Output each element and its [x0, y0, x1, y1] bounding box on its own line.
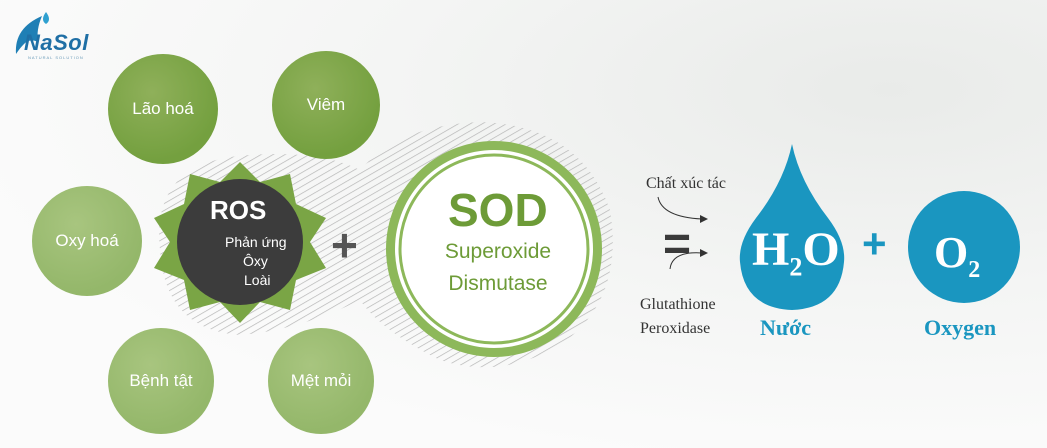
- oxygen-circle: [908, 191, 1020, 303]
- logo-tagline: NATURAL SOLUTION: [28, 55, 84, 60]
- equals-operator: =: [663, 218, 692, 271]
- plus-operator-products: +: [862, 220, 887, 267]
- enzyme-label-line-2: Peroxidase: [640, 320, 711, 337]
- nasol-logo: [15, 12, 49, 54]
- water-label: Nước: [760, 315, 812, 340]
- effect-label: Viêm: [306, 95, 346, 114]
- ros-title: ROS: [210, 195, 267, 225]
- catalyst-arrows: [657, 196, 708, 270]
- effect-label: Bệnh tật: [129, 371, 193, 390]
- effect-bubble-inflammation: Viêm: [272, 51, 380, 159]
- leaf-drop-icon: [15, 16, 42, 54]
- sod-title: SOD: [448, 184, 548, 236]
- water-drop-icon: [739, 144, 845, 310]
- oxygen-formula: O2: [934, 228, 981, 283]
- effect-label: Mệt mỏi: [290, 371, 352, 390]
- oxygen-label: Oxygen: [924, 315, 997, 340]
- effect-bubble-fatigue: Mệt mỏi: [268, 328, 374, 434]
- effect-bubble-disease: Bệnh tật: [108, 328, 214, 434]
- ros-line-3: Loài: [244, 272, 271, 288]
- enzyme-label-line-1: Glutathione: [640, 296, 716, 313]
- ros-line-2: Ôxy: [243, 253, 268, 269]
- ros-star-shape: [154, 162, 326, 323]
- sod-subtitle-line-2: Dismutase: [448, 272, 548, 295]
- effect-label: Oxy hoá: [55, 231, 119, 250]
- ros-line-1: Phản ứng: [225, 234, 287, 250]
- water-formula: H2O: [752, 223, 840, 282]
- catalyst-label: Chất xúc tác: [646, 175, 726, 192]
- effect-label: Lão hoá: [132, 99, 194, 118]
- sod-subtitle-line-1: Superoxide: [444, 240, 552, 263]
- sod-circle: [386, 141, 602, 357]
- plus-operator: +: [331, 219, 358, 271]
- effect-bubble-oxidation: Oxy hoá: [32, 186, 142, 296]
- logo-text: NaSol: [24, 30, 89, 55]
- effect-bubble-aging: Lão hoá: [108, 54, 218, 164]
